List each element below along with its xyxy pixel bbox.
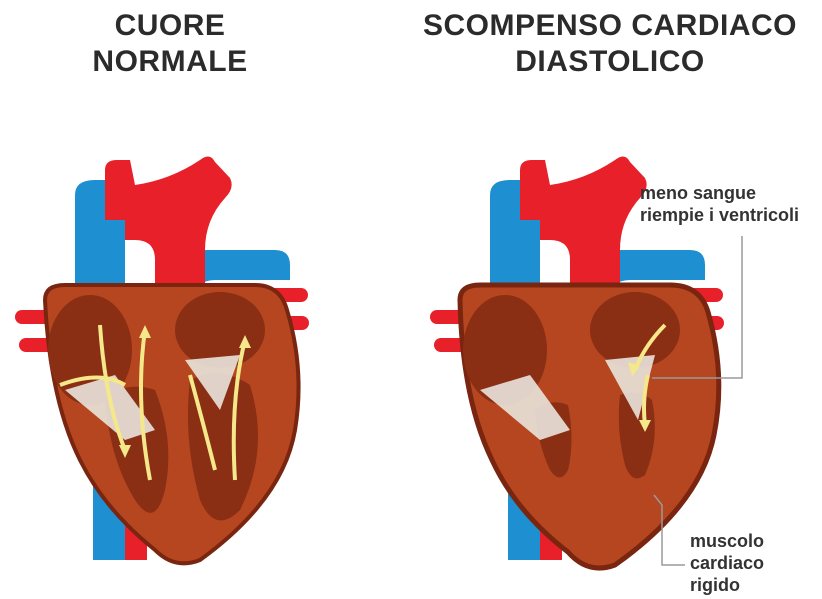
title-failure-line1: SCOMPENSO CARDIACO: [410, 8, 810, 44]
left-atrium: [590, 292, 680, 368]
callout-less-blood: meno sangue riempie i ventricoli: [640, 182, 822, 226]
callout-top-line1: meno sangue: [640, 182, 822, 204]
left-atrium: [175, 292, 265, 368]
title-normal-line2: NORMALE: [40, 44, 300, 80]
title-failure-line2: DIASTOLICO: [410, 44, 810, 80]
title-diastolic-failure: SCOMPENSO CARDIACO DIASTOLICO: [410, 8, 810, 80]
callout-bottom-line2: cardiaco: [690, 552, 764, 574]
callout-bottom-line1: muscolo: [690, 530, 764, 552]
title-normal-line1: CUORE: [40, 8, 300, 44]
title-normal-heart: CUORE NORMALE: [40, 8, 300, 80]
callout-stiff-muscle: muscolo cardiaco rigido: [690, 530, 764, 596]
normal-heart-illustration: [5, 140, 325, 580]
callout-top-line2: riempie i ventricoli: [640, 204, 822, 226]
callout-bottom-line3: rigido: [690, 574, 764, 596]
